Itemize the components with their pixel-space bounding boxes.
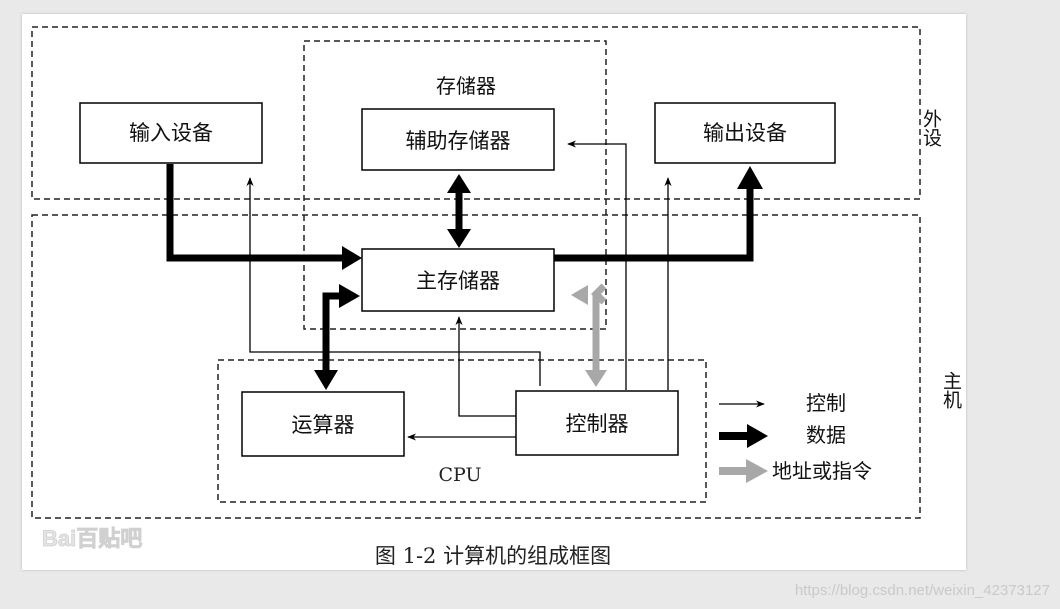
arrowhead-main-from-aux [447, 229, 471, 248]
figure-caption: 图 1-2 计算机的组成框图 [375, 544, 611, 568]
main-storage-box: 主存储器 [361, 248, 555, 312]
csdn-url-watermark: https://blog.csdn.net/weixin_42373127 [794, 582, 1050, 599]
legend: 控制 数据 地址或指令 [719, 391, 872, 483]
arrowhead-aux [447, 174, 471, 193]
peripheral-label: 外设 [920, 109, 942, 147]
legend-data-label: 数据 [806, 423, 846, 447]
input-device-label: 输入设备 [129, 121, 213, 145]
data-main-to-output [554, 187, 754, 262]
alu-box: 运算器 [241, 391, 405, 457]
arrowhead-alu [314, 370, 338, 390]
controller-label: 控制器 [566, 412, 629, 436]
input-device-box: 输入设备 [79, 102, 263, 164]
figure-card: 输入设备 辅助存储器 输出设备 主存储器 运算器 控制器 存储器 CPU 外设 … [22, 14, 966, 570]
cpu-group-label: CPU [438, 464, 481, 486]
legend-control-label: 控制 [806, 391, 846, 415]
computer-organization-diagram: 输入设备 辅助存储器 输出设备 主存储器 运算器 控制器 存储器 CPU 外设 … [31, 26, 962, 568]
cpu-group [217, 359, 707, 503]
address-arrowhead-down [585, 370, 607, 387]
arrowhead-input-main [342, 246, 362, 270]
legend-address-label: 地址或指令 [772, 459, 872, 483]
aux-storage-box: 辅助存储器 [361, 108, 555, 171]
host-label: 主机 [940, 371, 962, 409]
storage-group [303, 40, 607, 330]
controller-box: 控制器 [515, 390, 679, 456]
peripheral-region [31, 26, 921, 200]
storage-group-label: 存储器 [436, 74, 496, 98]
data-input-to-main [166, 164, 344, 262]
aux-storage-label: 辅助存储器 [406, 129, 511, 153]
alu-label: 运算器 [292, 413, 355, 437]
control-line-to-main [455, 316, 542, 417]
data-main-alu [322, 292, 340, 372]
main-storage-label: 主存储器 [416, 269, 500, 293]
output-device-box: 输出设备 [654, 102, 836, 164]
legend-address-arrowhead [746, 459, 768, 483]
arrowhead-output [737, 166, 763, 189]
host-region [31, 214, 921, 519]
data-arrows [166, 164, 754, 372]
control-line-to-aux [567, 140, 627, 390]
control-line-to-input [246, 177, 541, 386]
address-arrow [591, 283, 607, 375]
control-lines [246, 140, 672, 441]
address-arrowhead-left [571, 285, 588, 305]
baidu-tieba-watermark: Bai百贴吧 [42, 526, 142, 551]
output-device-label: 输出设备 [703, 121, 787, 145]
arrowhead-main-from-alu [339, 284, 360, 308]
legend-data-arrowhead [747, 424, 768, 448]
